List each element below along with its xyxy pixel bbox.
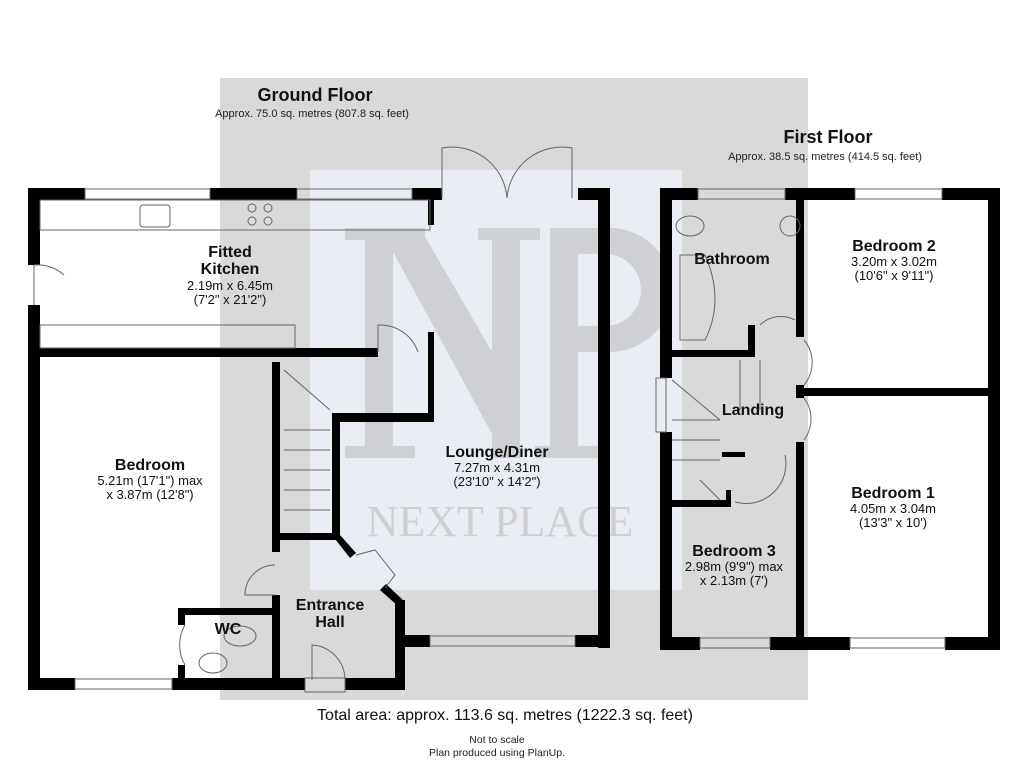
first-floor-fittings (655, 188, 946, 649)
first-floor-walls (660, 188, 1000, 650)
room-bedroom-1: Bedroom 1 4.05m x 3.04m (13'3" x 10') (850, 485, 936, 531)
room-wc: WC (214, 621, 242, 638)
room-bathroom: Bathroom (694, 251, 770, 268)
room-lounge-diner: Lounge/Diner 7.27m x 4.31m (23'10" x 14'… (445, 444, 549, 490)
room-fitted-kitchen: Fitted Kitchen 2.19m x 6.45m (7'2" x 21'… (187, 244, 273, 307)
room-entrance-hall: Entrance Hall (295, 597, 365, 632)
ground-floor-fittings (33, 146, 576, 693)
watermark: NEXT PLACE (220, 78, 808, 700)
total-area: Total area: approx. 113.6 sq. metres (12… (317, 707, 693, 724)
first-floor-area: Approx. 38.5 sq. metres (414.5 sq. feet) (728, 151, 922, 163)
watermark-brand: NEXT PLACE (367, 497, 634, 546)
not-to-scale-note: Not to scale (469, 734, 525, 746)
room-bedroom-2: Bedroom 2 3.20m x 3.02m (10'6" x 9'11") (851, 238, 937, 284)
room-landing: Landing (721, 402, 785, 419)
ground-floor-walls (28, 188, 610, 690)
room-bedroom-3: Bedroom 3 2.98m (9'9") max x 2.13m (7') (684, 543, 784, 589)
ground-floor-area: Approx. 75.0 sq. metres (807.8 sq. feet) (215, 108, 409, 120)
watermark-np-logo (345, 228, 672, 458)
planup-credit: Plan produced using PlanUp. (428, 747, 566, 759)
first-floor-title: First Floor (783, 127, 873, 147)
ground-floor-title: Ground Floor (257, 85, 373, 105)
room-bedroom: Bedroom 5.21m (17'1") max x 3.87m (12'8"… (97, 457, 203, 503)
